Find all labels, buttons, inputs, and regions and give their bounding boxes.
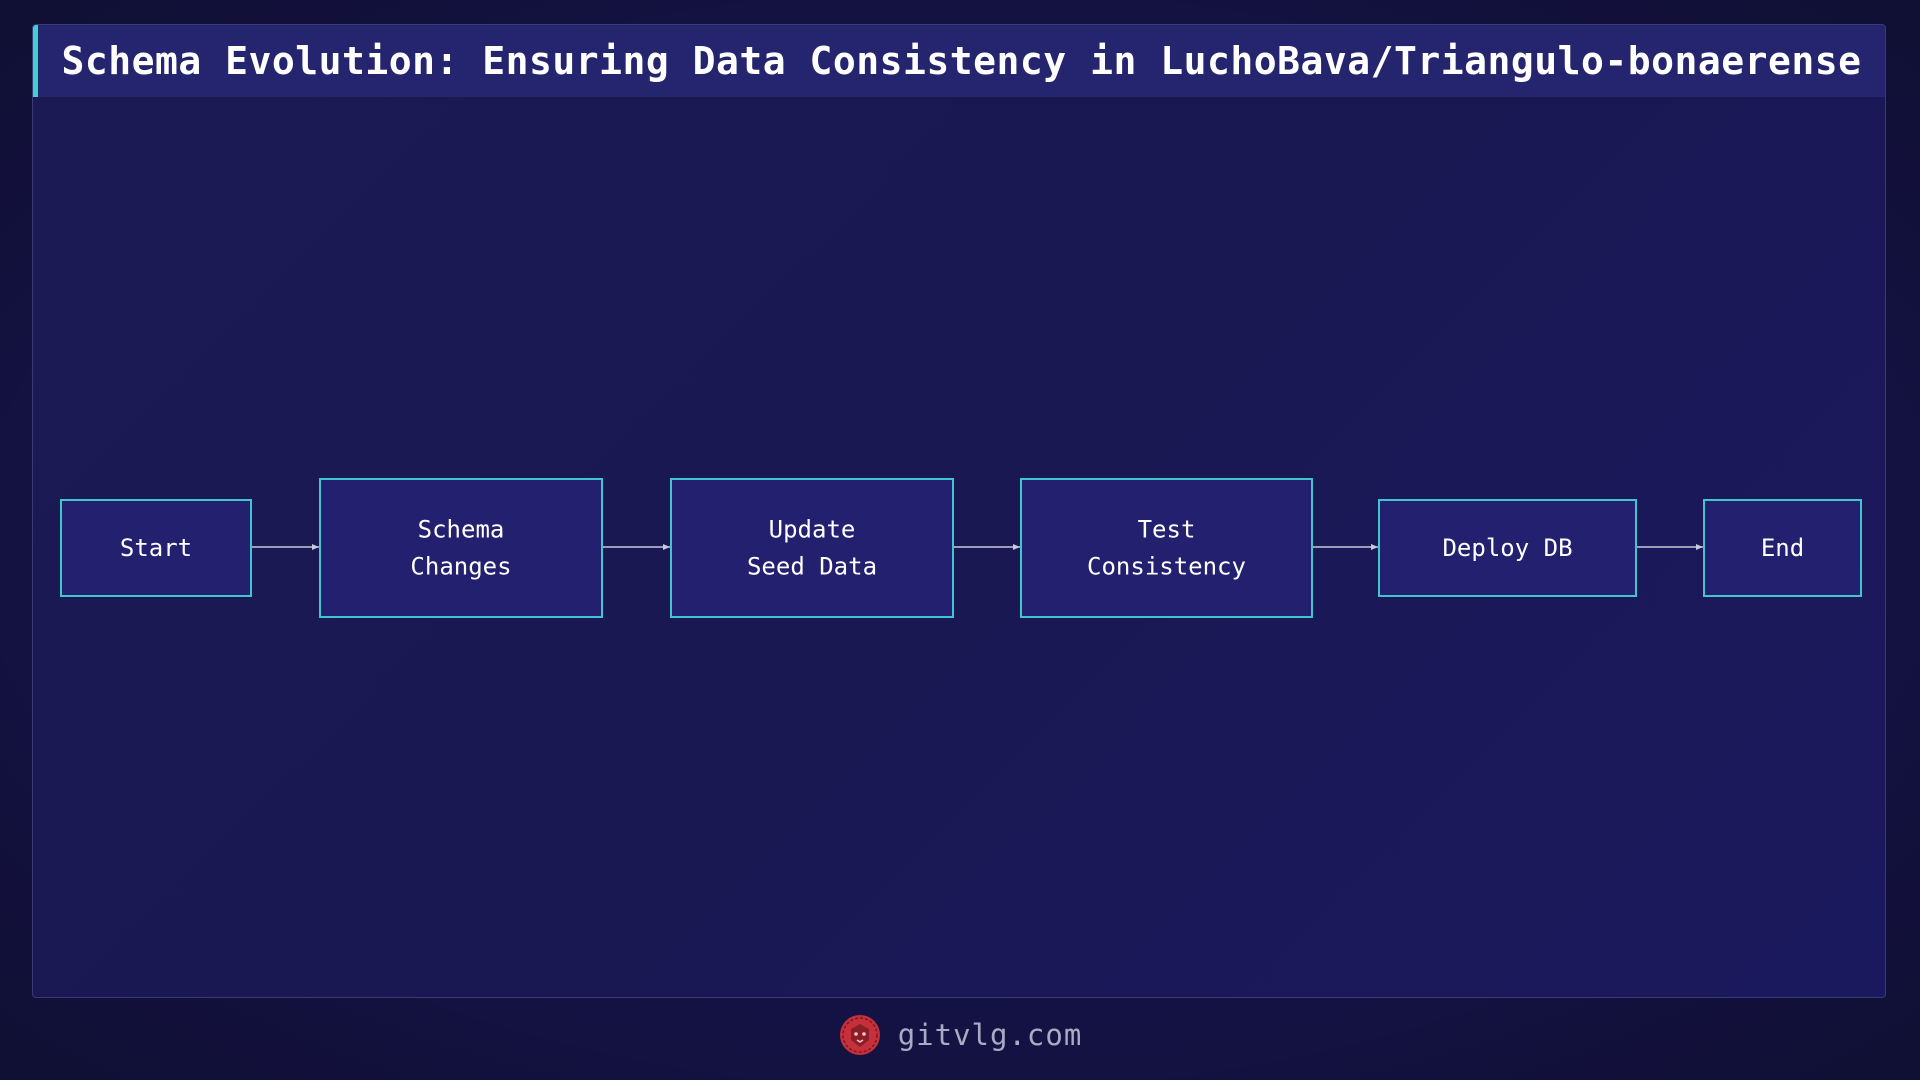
node-box: [60, 499, 252, 597]
node-label: Schema: [418, 516, 505, 544]
node-label: Seed Data: [747, 553, 877, 581]
node-label: Consistency: [1087, 553, 1246, 581]
node-label: Deploy DB: [1442, 534, 1572, 562]
footer-site-text: gitvlg.com: [897, 1018, 1083, 1052]
node-label: Update: [769, 516, 856, 544]
footer: gitvlg.com: [0, 1010, 1920, 1060]
lion-head-icon: [839, 1015, 880, 1055]
node-box: [1020, 478, 1313, 618]
node-label: End: [1761, 534, 1804, 562]
diagram-panel: Schema Evolution: Ensuring Data Consiste…: [32, 24, 1886, 998]
node-deploy-db: Deploy DB: [1378, 499, 1637, 597]
title-bar: Schema Evolution: Ensuring Data Consiste…: [33, 25, 1885, 97]
node-start: Start: [60, 499, 252, 597]
node-end: End: [1703, 499, 1862, 597]
node-label: Changes: [410, 553, 511, 581]
node-label: Start: [120, 534, 192, 562]
node-label: Test: [1138, 516, 1196, 544]
node-box: [670, 478, 954, 618]
node-box: [319, 478, 603, 618]
diagram-title: Schema Evolution: Ensuring Data Consiste…: [61, 39, 1862, 83]
node-box: [1378, 499, 1637, 597]
node-box: [1703, 499, 1862, 597]
